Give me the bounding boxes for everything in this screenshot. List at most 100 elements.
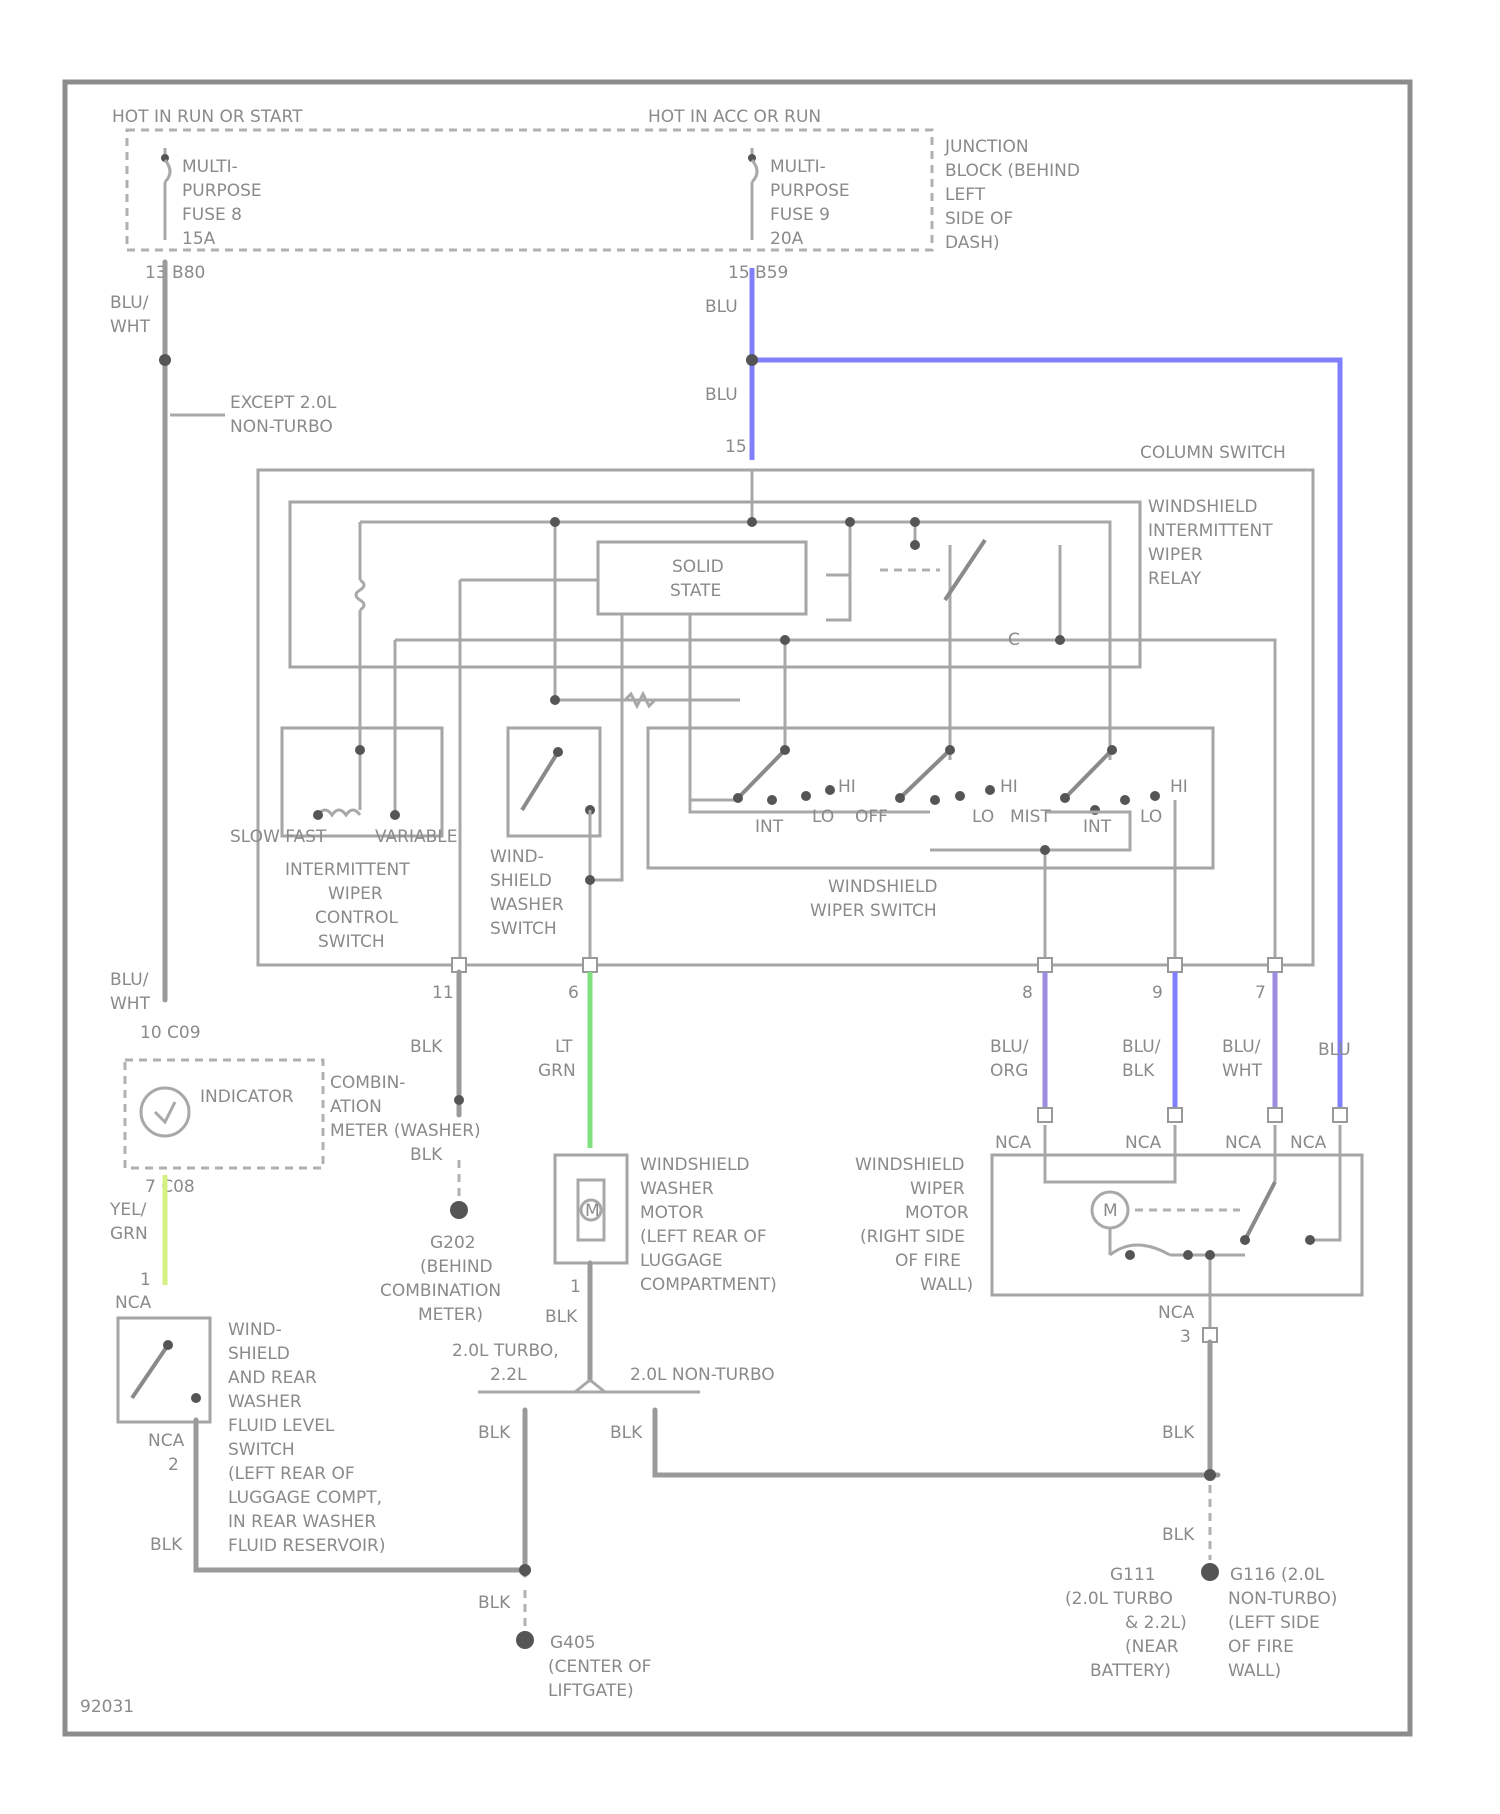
blk-g116-wire [655, 1410, 1218, 1475]
washer-switch-l4: SWITCH [490, 919, 557, 939]
blu-wht-left-l1: BLU/ [110, 293, 149, 313]
blk-label-g202b: BLK [410, 1145, 443, 1165]
blu-blk-l2: BLK [1122, 1061, 1155, 1081]
pin8-label: 8 [1022, 983, 1033, 1003]
hot-acc-run-label: HOT IN ACC OR RUN [648, 107, 821, 127]
fuse8-icon [161, 148, 170, 240]
blu-blk-l1: BLU/ [1122, 1037, 1161, 1057]
g116-l1: G116 (2.0L [1230, 1565, 1325, 1585]
solid-state-l1: SOLID [672, 557, 724, 577]
footer-code: 92031 [80, 1697, 134, 1717]
fuse9-icon [748, 148, 757, 240]
blu-wht2-l1: BLU/ [1222, 1037, 1261, 1057]
split-turbo: 2.0L TURBO, [452, 1341, 559, 1361]
g111-l2: (2.0L TURBO [1065, 1589, 1173, 1609]
relay-line3: WIPER [1148, 545, 1203, 565]
fluid-l2: SHIELD [228, 1344, 290, 1364]
pos-hi2: HI [1000, 777, 1018, 797]
wiper-motor-l5: OF FIRE [895, 1251, 961, 1271]
relay-line1: WINDSHIELD [1148, 497, 1258, 517]
washer-motor-pin: 1 [570, 1277, 581, 1297]
blu-label-2: BLU [705, 385, 738, 405]
pin3-wiper: 3 [1180, 1327, 1191, 1347]
g405-l1: G405 [550, 1633, 596, 1653]
g111-l1: G111 [1110, 1565, 1156, 1585]
pin7-label: 7 [1255, 983, 1266, 1003]
pos-hi1: HI [838, 777, 856, 797]
column-switch-title: COLUMN SWITCH [1140, 443, 1286, 463]
lt-grn-l2: GRN [538, 1061, 576, 1081]
fluid-l9: IN REAR WASHER [228, 1512, 376, 1532]
diagram-frame [65, 82, 1410, 1734]
fuse8-line2: PURPOSE [182, 181, 262, 201]
int-control-l1: INTERMITTENT [285, 860, 410, 880]
washer-switch-l1: WIND- [490, 847, 544, 867]
nca-fluid-top: NCA [115, 1293, 152, 1313]
solid-state-l2: STATE [670, 581, 721, 601]
wiper-motor-box [992, 1155, 1362, 1295]
fluid-l8: LUGGAGE COMPT, [228, 1488, 382, 1508]
blk-split-left: BLK [478, 1423, 511, 1443]
junction-line2: BLOCK (BEHIND [945, 161, 1080, 181]
hot-run-start-label: HOT IN RUN OR START [112, 107, 303, 127]
split-non-turbo: 2.0L NON-TURBO [630, 1365, 775, 1385]
blk-washer: BLK [545, 1307, 578, 1327]
wiper-motor-symbol: M [1103, 1201, 1118, 1221]
split-22: 2.2L [490, 1365, 527, 1385]
yel-grn-l2: GRN [110, 1224, 148, 1244]
pos-mist: MIST [1010, 807, 1051, 827]
blk-label-g202: BLK [410, 1037, 443, 1057]
except-line2: NON-TURBO [230, 417, 333, 437]
pos-off: OFF [855, 807, 888, 827]
fuse9-line3: FUSE 9 [770, 205, 830, 225]
pos-lo2: LO [972, 807, 994, 827]
blu-wht-lower-l2: WHT [110, 994, 151, 1014]
washer-motor-l6: COMPARTMENT) [640, 1275, 777, 1295]
fluid-l3: AND REAR [228, 1368, 317, 1388]
solid-state-box [598, 542, 806, 614]
g202-l1: G202 [430, 1233, 476, 1253]
washer-motor-l5: LUGGAGE [640, 1251, 723, 1271]
fluid-switch-contact [132, 1345, 168, 1398]
washer-motor-l4: (LEFT REAR OF [640, 1227, 767, 1247]
meter-l2: ATION [330, 1097, 382, 1117]
wiper-switch-l1: WINDSHIELD [828, 877, 938, 897]
g111-l3: & 2.2L) [1125, 1613, 1187, 1633]
nca-fluid-bot: NCA [148, 1431, 185, 1451]
pin1-fluid: 1 [140, 1270, 151, 1290]
pin11-label: 11 [432, 983, 454, 1003]
indicator-label: INDICATOR [200, 1087, 294, 1107]
indicator-lamp-icon [141, 1088, 189, 1136]
blk-split-right: BLK [610, 1423, 643, 1443]
pin2-fluid: 2 [168, 1455, 179, 1475]
relay-line2: INTERMITTENT [1148, 521, 1273, 541]
relay-coil [356, 580, 364, 610]
blk-g111: BLK [1162, 1525, 1195, 1545]
pin-c-label: C [1008, 630, 1020, 650]
int-control-box [282, 728, 442, 836]
washer-switch-l2: SHIELD [490, 871, 552, 891]
blk-g405: BLK [478, 1593, 511, 1613]
wiper-switch-contacts [738, 750, 1112, 798]
relay-line4: RELAY [1148, 569, 1202, 589]
int-control-l2: WIPER [328, 884, 383, 904]
slow-fast-label: SLOW FAST [230, 827, 327, 847]
washer-motor-l2: WASHER [640, 1179, 714, 1199]
g202-l3: COMBINATION [380, 1281, 501, 1301]
blu-org-l1: BLU/ [990, 1037, 1029, 1057]
blu-wht2-l2: WHT [1222, 1061, 1263, 1081]
nca-m1: NCA [995, 1133, 1032, 1153]
fluid-l10: FLUID RESERVOIR) [228, 1536, 386, 1556]
junction-line5: DASH) [945, 233, 1000, 253]
conn-left-label: 13 B80 [145, 263, 205, 283]
fuse9-line2: PURPOSE [770, 181, 850, 201]
lt-grn-l1: LT [555, 1037, 573, 1057]
blu-wht-lower-l1: BLU/ [110, 970, 149, 990]
pos-int2: INT [1083, 817, 1112, 837]
wiper-motor-pins [1038, 1108, 1347, 1122]
indicator-c-bot: 7 C08 [145, 1177, 195, 1197]
fuse9-line1: MULTI- [770, 157, 826, 177]
g111-l5: BATTERY) [1090, 1661, 1171, 1681]
fluid-l4: WASHER [228, 1392, 302, 1412]
blk-wiper-ground: BLK [1162, 1423, 1195, 1443]
